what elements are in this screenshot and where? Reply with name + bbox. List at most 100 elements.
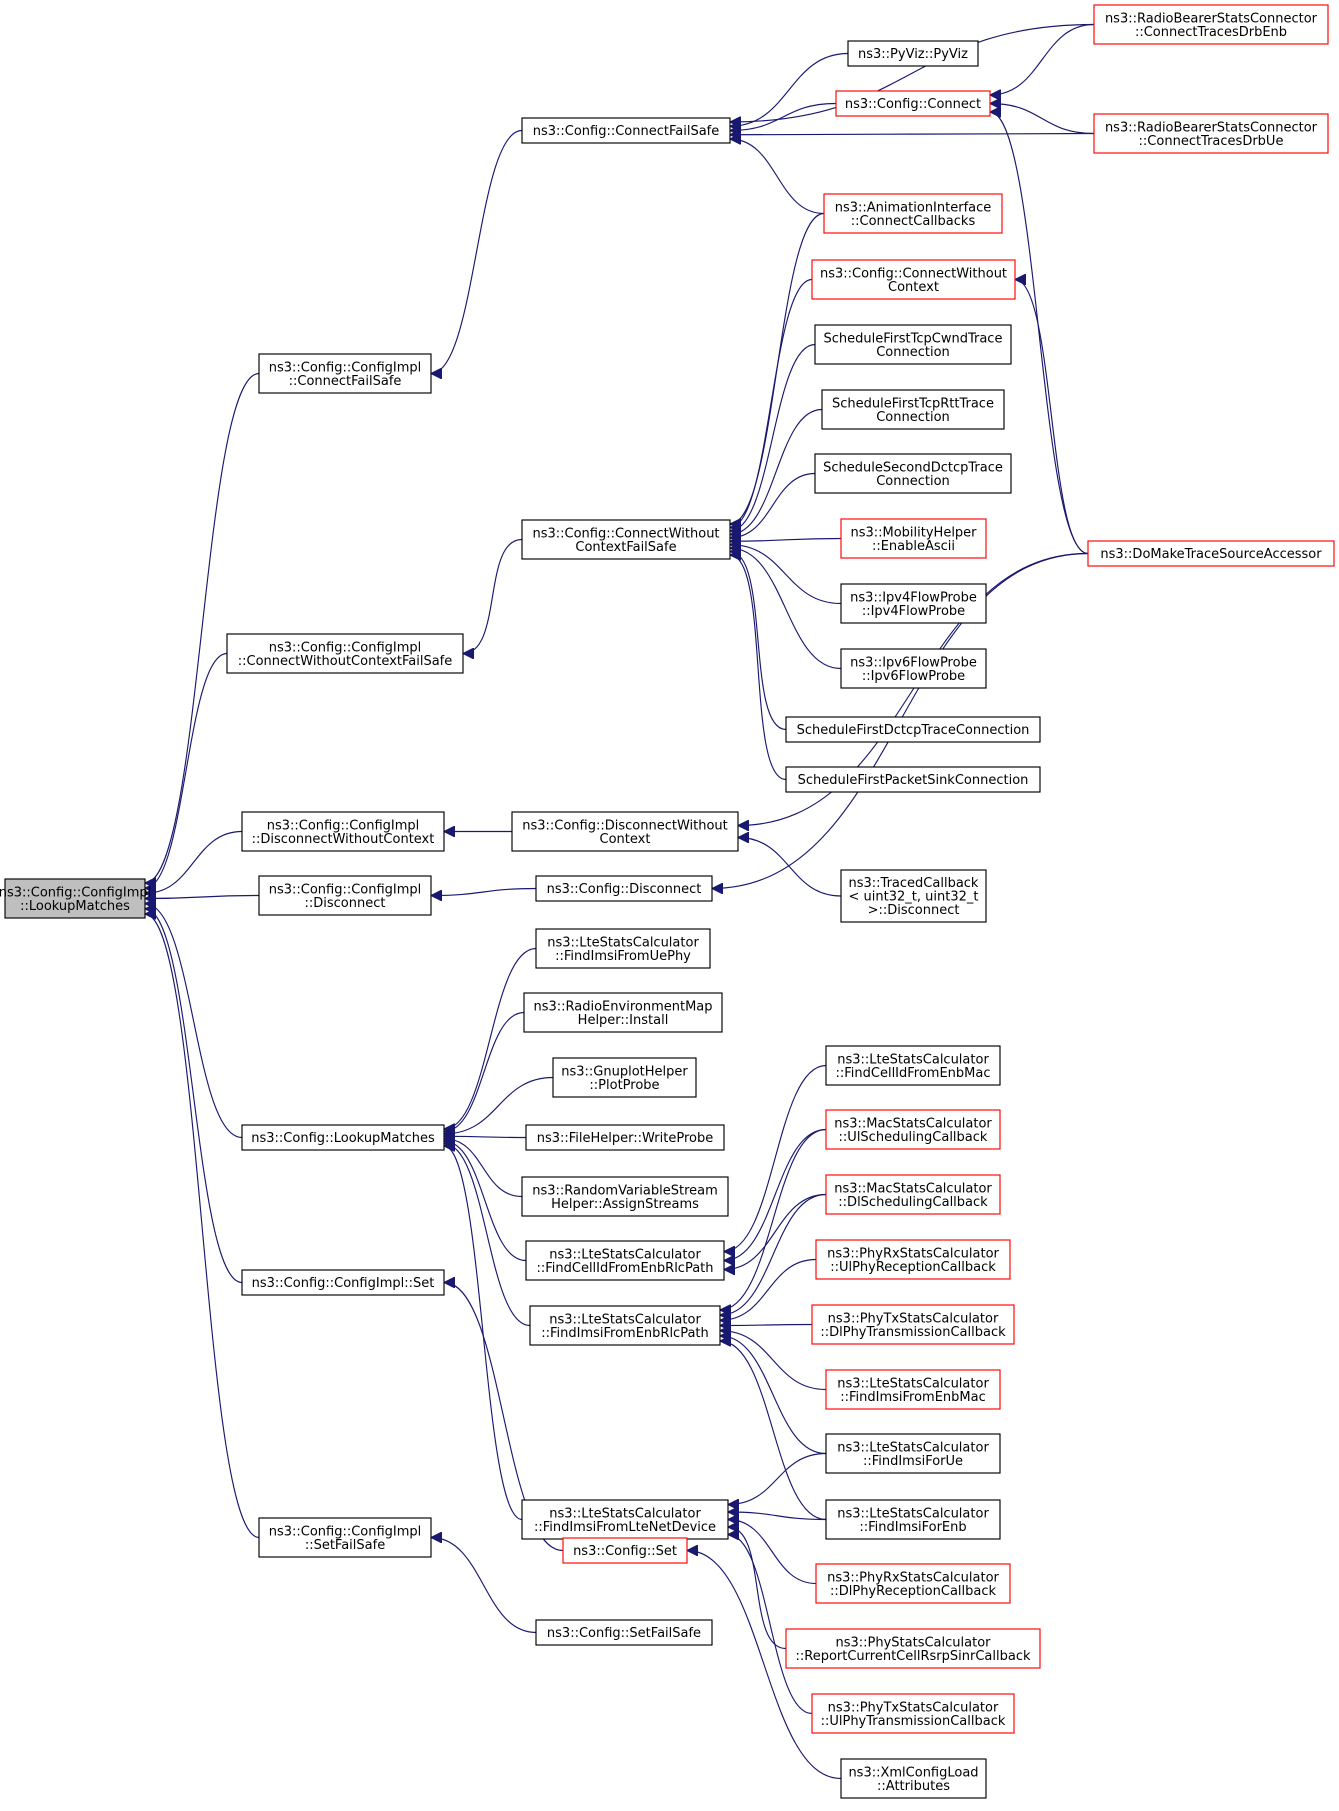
graph-node-n39[interactable]: ns3::PhyTxStatsCalculator::DlPhyTransmis… [811,1304,1015,1345]
graph-node-n7[interactable]: ns3::Config::ConfigImpl::SetFailSafe [258,1517,432,1558]
graph-node-n9[interactable]: ns3::Config::ConnectWithoutContextFailSa… [521,519,731,560]
node-label-line: ::FindImsiForEnb [859,1520,966,1535]
graph-node-n37[interactable]: ns3::MacStatsCalculator::DlSchedulingCal… [825,1174,1001,1215]
node-label-line: < uint32_t, uint32_t [849,890,979,905]
graph-node-n6[interactable]: ns3::Config::ConfigImpl::Set [241,1269,445,1296]
node-box [521,117,731,144]
node-box [258,353,432,394]
call-edge-n8-n24 [730,139,825,215]
node-label-line: ::UlPhyTransmissionCallback [821,1714,1006,1729]
node-label-line: ::Attributes [877,1779,950,1794]
node-layer: ns3::Config::ConfigImpl::LookupMatchesns… [0,4,1335,1799]
graph-node-n35[interactable]: ns3::LteStatsCalculator::FindCellIdFromE… [825,1045,1001,1086]
call-edge-n10-n49 [738,552,1089,826]
graph-node-n16[interactable]: ns3::RandomVariableStreamHelper::AssignS… [521,1176,729,1217]
graph-node-n38[interactable]: ns3::PhyRxStatsCalculator::UlPhyReceptio… [815,1239,1011,1280]
graph-node-n44[interactable]: ns3::PhyStatsCalculator::ReportCurrentCe… [785,1628,1041,1669]
node-label-line: ::ReportCurrentCellRsrpSinrCallback [796,1649,1031,1664]
graph-node-n2[interactable]: ns3::Config::ConfigImpl::ConnectWithoutC… [226,633,464,674]
graph-node-n36[interactable]: ns3::MacStatsCalculator::UlSchedulingCal… [825,1109,1001,1150]
graph-node-n32[interactable]: ScheduleFirstDctcpTraceConnection [785,716,1041,743]
graph-node-n46[interactable]: ns3::XmlConfigLoad::Attributes [840,1758,987,1799]
graph-node-n19[interactable]: ns3::LteStatsCalculator::FindImsiFromLte… [521,1499,729,1540]
graph-node-n3[interactable]: ns3::Config::ConfigImpl::DisconnectWitho… [241,811,445,852]
graph-node-n14[interactable]: ns3::GnuplotHelper::PlotProbe [552,1057,697,1098]
graph-node-n43[interactable]: ns3::PhyRxStatsCalculator::DlPhyReceptio… [815,1563,1011,1604]
graph-node-n17[interactable]: ns3::LteStatsCalculator::FindCellIdFromE… [525,1240,725,1281]
node-box [241,1269,445,1296]
call-edge-n9-n29 [730,539,842,542]
node-label-line: ns3::Config::ConfigImpl [269,640,422,655]
node-box [258,875,432,916]
node-label-line: Context [600,832,651,847]
call-edge-n5-n16 [444,1139,523,1198]
node-label-line: ns3::XmlConfigLoad [848,1765,978,1780]
node-box [825,1499,1001,1540]
call-edge-n0-n7 [145,914,260,1539]
graph-node-n30[interactable]: ns3::Ipv4FlowProbe::Ipv4FlowProbe [840,583,987,624]
graph-node-n29[interactable]: ns3::MobilityHelper::EnableAscii [840,518,987,559]
call-edge-n5-n12 [444,947,537,1130]
call-edge-n9-n31 [730,548,842,670]
graph-node-n25[interactable]: ns3::Config::ConnectWithoutContext [811,259,1016,300]
node-label-line: >::Disconnect [868,903,960,918]
graph-node-n8[interactable]: ns3::Config::ConnectFailSafe [521,117,731,144]
graph-node-n47[interactable]: ns3::RadioBearerStatsConnector::ConnectT… [1093,4,1329,45]
graph-node-n31[interactable]: ns3::Ipv6FlowProbe::Ipv6FlowProbe [840,648,987,689]
node-box [552,1057,697,1098]
graph-node-n34[interactable]: ns3::TracedCallback< uint32_t, uint32_t … [840,869,987,923]
node-box [847,40,979,67]
node-label-line: ::FindImsiFromUePhy [555,949,691,964]
node-box [840,518,987,559]
node-label-line: ::Ipv4FlowProbe [862,604,965,619]
graph-node-n40[interactable]: ns3::LteStatsCalculator::FindImsiFromEnb… [825,1369,1001,1410]
node-box [825,1109,1001,1150]
graph-node-n42[interactable]: ns3::LteStatsCalculator::FindImsiForEnb [825,1499,1001,1540]
node-label-line: ::ConnectTracesDrbEnb [1135,25,1287,40]
node-label-line: ns3::Config::ConfigImpl::Set [252,1276,435,1291]
graph-node-n11[interactable]: ns3::Config::Disconnect [535,875,713,902]
node-label-line: ::ConnectFailSafe [289,374,402,389]
node-label-line: ScheduleFirstTcpCwndTrace [824,331,1003,346]
node-label-line: ns3::LteStatsCalculator [837,1376,989,1391]
node-label-line: ::LookupMatches [20,899,130,914]
graph-node-n5[interactable]: ns3::Config::LookupMatches [241,1124,445,1151]
graph-node-n23[interactable]: ns3::Config::Connect [835,90,991,117]
graph-node-n15[interactable]: ns3::FileHelper::WriteProbe [525,1124,725,1151]
node-label-line: ::FindImsiFromEnbMac [840,1390,986,1405]
graph-node-n20[interactable]: ns3::Config::Set [562,1537,688,1564]
graph-node-n24[interactable]: ns3::AnimationInterface::ConnectCallback… [823,193,1003,234]
node-label-line: ::Ipv6FlowProbe [862,669,965,684]
graph-node-n12[interactable]: ns3::LteStatsCalculator::FindImsiFromUeP… [535,928,711,969]
graph-node-n21[interactable]: ns3::Config::SetFailSafe [535,1619,713,1646]
call-edge-n5-n14 [444,1076,554,1134]
node-box [825,1045,1001,1086]
node-box [562,1537,688,1564]
call-edge-n25-n49 [1014,280,1089,555]
graph-node-n45[interactable]: ns3::PhyTxStatsCalculator::UlPhyTransmis… [811,1693,1015,1734]
node-label-line: ScheduleSecondDctcpTrace [823,460,1003,475]
graph-node-n22[interactable]: ns3::PyViz::PyViz [847,40,979,67]
node-box [1093,113,1329,154]
graph-node-n49[interactable]: ns3::DoMakeTraceSourceAccessor [1087,540,1335,567]
call-edge-n8-n22 [730,52,849,127]
graph-node-n33[interactable]: ScheduleFirstPacketSinkConnection [785,766,1041,793]
graph-node-n41[interactable]: ns3::LteStatsCalculator::FindImsiForUe [825,1433,1001,1474]
graph-node-n10[interactable]: ns3::Config::DisconnectWithoutContext [511,811,739,852]
graph-node-n1[interactable]: ns3::Config::ConfigImpl::ConnectFailSafe [258,353,432,394]
node-box [825,1174,1001,1215]
node-box [535,875,713,902]
node-box [529,1305,721,1346]
graph-node-n4[interactable]: ns3::Config::ConfigImpl::Disconnect [258,875,432,916]
graph-node-n48[interactable]: ns3::RadioBearerStatsConnector::ConnectT… [1093,113,1329,154]
node-label-line: ns3::Ipv6FlowProbe [850,655,977,670]
node-label-line: Connection [876,474,950,489]
call-edge-n1-n8 [431,129,523,374]
graph-node-n18[interactable]: ns3::LteStatsCalculator::FindImsiFromEnb… [529,1305,721,1346]
node-label-line: ns3::GnuplotHelper [561,1064,688,1079]
node-box [840,1758,987,1799]
